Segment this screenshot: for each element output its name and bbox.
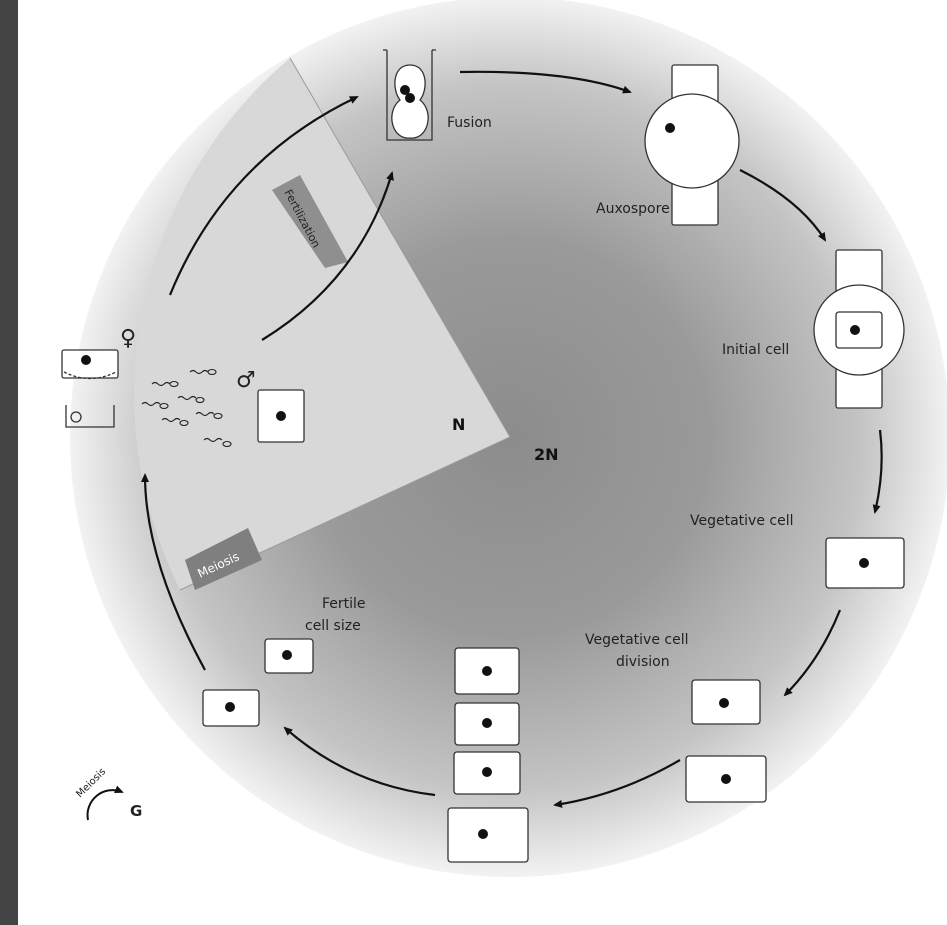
label-vegetative-cell: Vegetative cell <box>690 513 794 529</box>
auxospore-nucleus <box>665 123 675 133</box>
stack-cell-4-nucleus <box>478 829 488 839</box>
arrow-fusion-to-auxospore <box>459 70 632 94</box>
fusion-nucleus-1 <box>400 85 410 95</box>
vegetative-cell-nucleus <box>859 558 869 568</box>
arrow-initial-to-vegetative <box>872 429 883 514</box>
stack-cell-2-nucleus <box>482 718 492 728</box>
label-fertile-2: cell size <box>305 618 361 634</box>
female-cell-top <box>61 349 119 380</box>
legend-g-label: G <box>130 802 142 820</box>
fusion-nucleus-2 <box>405 93 415 103</box>
label-haploid: N <box>452 415 465 434</box>
fertile-cell-lower-nucleus <box>225 702 235 712</box>
sperm-cluster <box>141 368 232 448</box>
meiosis-band <box>185 528 262 590</box>
label-fertile-1: Fertile <box>322 596 366 612</box>
label-vegetative-division-1: Vegetative cell <box>585 632 689 648</box>
male-symbol: ♂ <box>236 368 256 393</box>
arrow-auxospore-to-initial <box>739 169 827 242</box>
female-cell-top-nucleus <box>81 355 91 365</box>
female-cell-bottom <box>65 405 115 428</box>
haploid-sector <box>133 58 510 590</box>
stack-cell-3-nucleus <box>482 767 492 777</box>
sector-edge-upper <box>289 57 511 438</box>
label-vegetative-division-2: division <box>616 654 670 670</box>
label-auxospore: Auxospore <box>596 201 670 217</box>
fertilization-band <box>272 175 348 268</box>
label-fusion: Fusion <box>447 115 492 131</box>
stack-cell-1-nucleus <box>482 666 492 676</box>
fertile-cell-upper-nucleus <box>282 650 292 660</box>
stack-cell-4 <box>447 807 529 863</box>
auxospore-cell <box>644 64 740 226</box>
label-diploid: 2N <box>534 445 559 464</box>
arrow-division-to-stack <box>553 759 681 808</box>
division-cell-bottom-nucleus <box>721 774 731 784</box>
male-cell-nucleus <box>276 411 286 421</box>
arrow-male-to-fusion <box>261 171 394 341</box>
division-cell-top-nucleus <box>719 698 729 708</box>
arrow-fertile-to-gametes <box>141 473 206 671</box>
label-initial-cell: Initial cell <box>722 342 789 358</box>
arrow-stack-to-fertile <box>283 726 436 797</box>
arrow-vegetative-to-division <box>783 609 842 697</box>
arrow-female-to-fusion <box>168 96 359 296</box>
initial-cell-nucleus <box>850 325 860 335</box>
female-symbol: ♀ <box>120 326 136 351</box>
legend-meiosis-arc <box>86 785 124 821</box>
